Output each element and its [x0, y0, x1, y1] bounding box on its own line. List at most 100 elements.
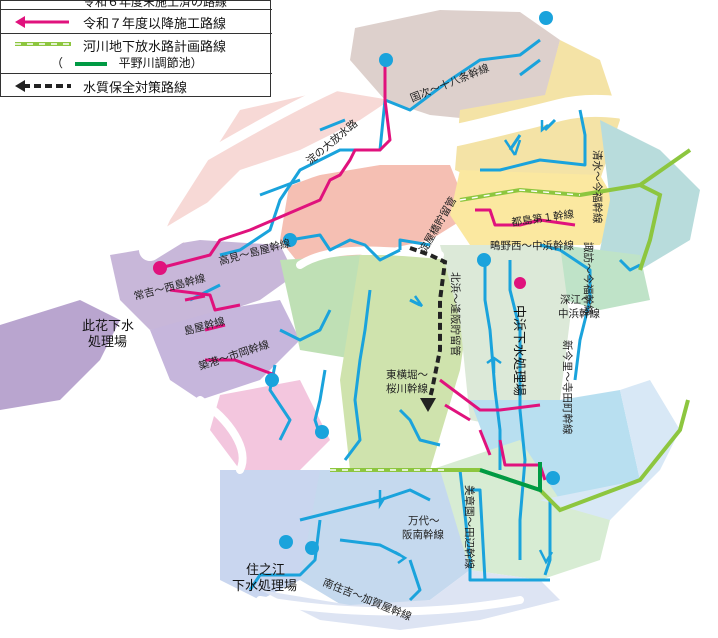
district-ikuno: [470, 390, 640, 520]
route-label-mandai-1: 万代～: [408, 515, 440, 527]
plant-suminoe-line2: 下水処理場: [232, 579, 297, 594]
route-line: [539, 243, 592, 381]
district-higashisumiyoshi: [540, 380, 680, 520]
plant-konohana-line1: 此花下水: [82, 318, 134, 334]
route-label-fukae-2: 中浜幹線: [558, 307, 600, 320]
route-line: [289, 233, 401, 262]
route-line: [169, 288, 241, 312]
route-label-higashiyokobori-1: 東横堀～: [386, 368, 428, 381]
station-marker: [153, 261, 167, 275]
station-marker: [539, 11, 553, 25]
legend-sublabel-hirano: （ 平野川調節池）: [51, 54, 203, 71]
district-suminoe: [220, 470, 320, 600]
district-higashiyodogawa: [350, 10, 560, 120]
flow-arrow: [378, 490, 387, 510]
water-quality-line: [409, 246, 448, 406]
river-discharge-line: [330, 399, 690, 513]
district-nishiyodogawa: [150, 90, 390, 265]
flow-arrow: [394, 550, 408, 565]
legend-arrow-future: [15, 16, 69, 28]
route-label-fukae-1: 深江～: [560, 294, 592, 306]
route-line: [398, 408, 441, 447]
river-discharge-routes: [330, 148, 692, 513]
station-marker: [279, 535, 293, 549]
route-label-higashiyokobori-2: 桜川幹線: [386, 382, 428, 395]
pumping-stations: [265, 11, 560, 555]
route-line: [618, 258, 641, 272]
plant-konohana-line2: 処理場: [88, 335, 127, 350]
flow-arrow: [486, 356, 502, 373]
station-marker: [477, 253, 491, 267]
district-higashinari: [440, 245, 570, 430]
route-line: [508, 134, 522, 151]
route-line: [475, 208, 576, 227]
district-areas: [0, 10, 700, 630]
future-stations: [153, 261, 526, 289]
yodo-river: [139, 94, 691, 261]
route-line: [205, 358, 276, 377]
legend-row-future: 令和７年度以降施工路線: [1, 9, 272, 33]
route-line: [543, 500, 552, 576]
legend-row-water-quality: 水質保全対策路線: [1, 73, 272, 97]
route-label-shigino: 鴫野西～中浜幹線: [490, 239, 574, 252]
legend-sublabel-prefix: （: [51, 56, 64, 70]
kanzaki-river: [115, 75, 355, 210]
route-label-mandai-2: 阪南幹線: [402, 528, 444, 541]
rivers: [115, 75, 691, 616]
route-line: [319, 118, 346, 132]
route-line: [259, 178, 301, 197]
route-line: [458, 469, 550, 582]
legend-label-completed: 令和６年度末施工済の路線: [83, 0, 228, 9]
route-label-kitahama: 北浜～逢阪貯留管: [449, 272, 462, 356]
map-legend: 令和６年度末施工済の路線 令和７年度以降施工路線 河川地下放水路計画路線 （ 平…: [0, 0, 272, 97]
yamato-river: [256, 596, 524, 616]
route-line: [478, 429, 492, 456]
route-line: [508, 260, 527, 560]
legend-swatch-hirano: [74, 61, 107, 66]
district-kita: [280, 165, 470, 265]
water-quality-arrowhead: [420, 398, 436, 412]
district-miyakojima: [450, 170, 620, 245]
river-discharge-line: [638, 183, 663, 271]
route-line: [444, 403, 471, 422]
hirano-retention-line: [479, 462, 542, 493]
route-line: [480, 109, 587, 172]
flow-arrow: [503, 139, 522, 156]
flow-arrow: [409, 295, 424, 308]
route-label-shinimazato: 新今里～寺田町幹線: [561, 340, 574, 435]
future-routes: [159, 60, 576, 481]
district-chuo: [340, 255, 470, 470]
aji-river: [296, 246, 444, 269]
station-marker: [546, 471, 560, 485]
district-joto: [560, 245, 650, 310]
route-line: [339, 538, 401, 557]
station-marker: [315, 425, 329, 439]
route-line: [498, 439, 547, 481]
station-marker: [283, 233, 297, 247]
district-minato: [150, 300, 300, 400]
legend-swatch-river: [15, 42, 71, 46]
route-line: [159, 99, 392, 270]
flow-arrow: [538, 549, 554, 565]
route-line: [204, 323, 226, 332]
plant-suminoe-line1: 住之江: [246, 563, 285, 578]
legend-sublabel-hirano-text: 平野川調節池）: [118, 56, 203, 70]
river-discharge-line: [459, 189, 581, 201]
flow-arrows: [378, 120, 554, 565]
route-line: [184, 294, 206, 302]
legend-row-completed: 令和６年度末施工済の路線: [1, 0, 272, 15]
legend-label-future: 令和７年度以降施工路線: [83, 17, 227, 32]
legend-label-river: 河川地下放水路計画路線: [83, 40, 227, 55]
route-label-shimizu: 清水～今福幹線: [591, 150, 604, 224]
district-abeno: [290, 470, 470, 610]
route-line: [470, 488, 487, 581]
route-line: [343, 289, 372, 461]
station-marker: [379, 53, 393, 67]
route-line: [408, 559, 422, 602]
route-label-suwa: 諏訪～今福幹線: [582, 242, 595, 316]
district-south: [260, 570, 560, 630]
route-line: [398, 238, 431, 250]
district-konohana-sw: [0, 300, 120, 410]
route-line: [439, 378, 541, 412]
